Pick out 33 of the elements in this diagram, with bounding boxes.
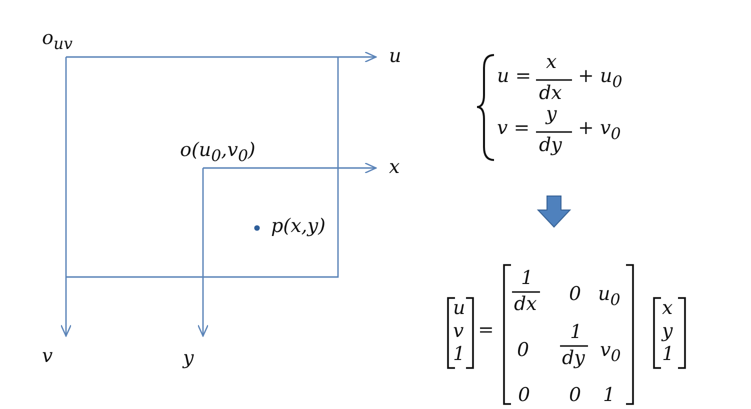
denominator: dy	[562, 348, 585, 369]
axis-label: v	[42, 346, 53, 367]
formula-term: v =	[497, 118, 530, 139]
denominator: dx	[514, 294, 537, 315]
equals-sign: =	[478, 320, 494, 341]
matrix-entry: 0	[569, 284, 582, 305]
matrix-entry: u	[453, 298, 466, 319]
matrix-entry: 0	[569, 385, 582, 406]
numerator: 1	[521, 268, 534, 289]
axis-label: u	[389, 46, 402, 67]
axis-label: y	[183, 348, 194, 369]
formula-term: + u$_{0}$	[578, 66, 622, 90]
matrix-entry: 1	[603, 385, 616, 406]
matrix-entry: u$_{0}$	[598, 284, 620, 308]
numerator: x	[546, 52, 557, 73]
matrix-entry: v	[453, 321, 464, 342]
matrix-entry: 1	[453, 344, 466, 365]
numerator: y	[546, 104, 557, 125]
matrix-entry: 1	[662, 344, 674, 365]
matrix-entry: y	[662, 321, 673, 342]
origin-label: o(u$_{0}$,v$_{0}$)	[180, 140, 256, 164]
matrix-entry: x	[662, 298, 673, 319]
matrix-entry: v$_{0}$	[600, 340, 621, 364]
point-label: p(x,y)	[271, 216, 326, 237]
formula-term: u =	[497, 66, 532, 87]
denominator: dy	[539, 135, 562, 156]
matrix-entry: 0	[517, 340, 530, 361]
formula-term: + v$_{0}$	[578, 118, 621, 142]
axis-label: x	[389, 157, 400, 178]
numerator: 1	[570, 322, 582, 343]
axis-label: o$_{uv}$	[42, 28, 73, 52]
matrix-entry: 0	[518, 385, 530, 406]
denominator: dx	[539, 83, 562, 104]
